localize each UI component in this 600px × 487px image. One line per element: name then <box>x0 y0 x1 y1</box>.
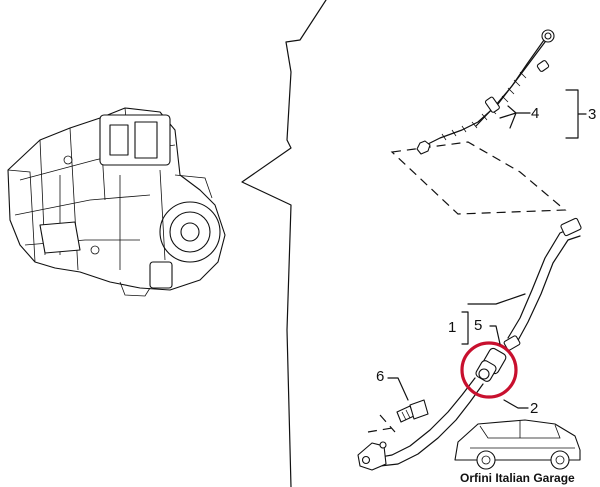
bolt <box>396 399 429 423</box>
bushing-seal <box>475 347 507 382</box>
callout-3: 3 <box>588 106 596 123</box>
gearbox-illustration <box>7 107 226 297</box>
speedometer-cable <box>416 29 555 155</box>
callout-leaders <box>387 89 587 409</box>
callout-1: 1 <box>448 319 456 336</box>
car-logo <box>454 419 595 487</box>
cable-sheath-assembly <box>357 217 582 471</box>
dashed-guide-lines <box>367 141 567 433</box>
callout-6: 6 <box>376 368 384 385</box>
highlight-circle <box>460 341 518 399</box>
section-break-line <box>241 0 327 487</box>
callout-4: 4 <box>531 105 539 122</box>
callout-2: 2 <box>530 400 538 417</box>
watermark-text: Orfini Italian Garage <box>460 471 575 485</box>
callout-5: 5 <box>474 317 482 334</box>
